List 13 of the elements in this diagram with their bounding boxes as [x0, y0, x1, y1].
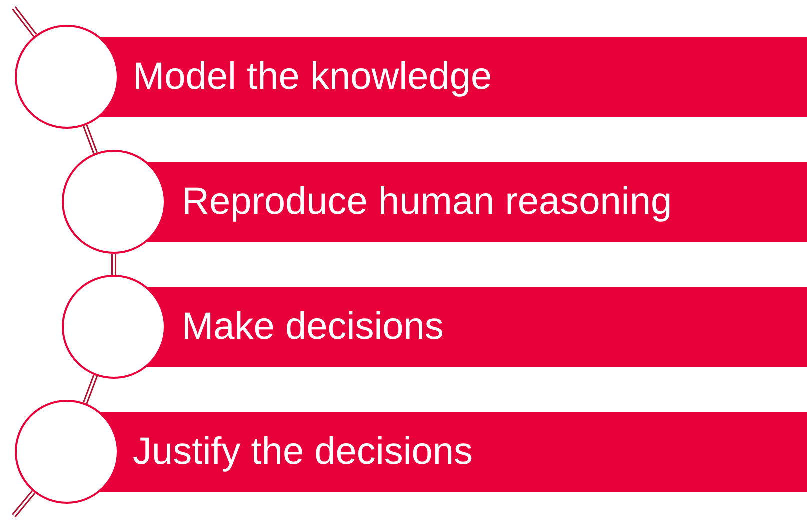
- connector-line: [12, 490, 36, 518]
- connector-line: [112, 254, 116, 275]
- list-bar: [147, 162, 807, 242]
- connector-line: [82, 374, 98, 404]
- list-bar: [147, 287, 807, 367]
- item-text: Make decisions: [182, 308, 444, 346]
- connector-line: [82, 124, 98, 154]
- item-text: Justify the decisions: [133, 433, 474, 471]
- list-bar: [100, 37, 807, 117]
- item-text: Model the knowledge: [133, 58, 492, 96]
- item-text: Reproduce human reasoning: [182, 183, 672, 221]
- connector-line: [12, 6, 38, 38]
- list-bar: [100, 412, 807, 492]
